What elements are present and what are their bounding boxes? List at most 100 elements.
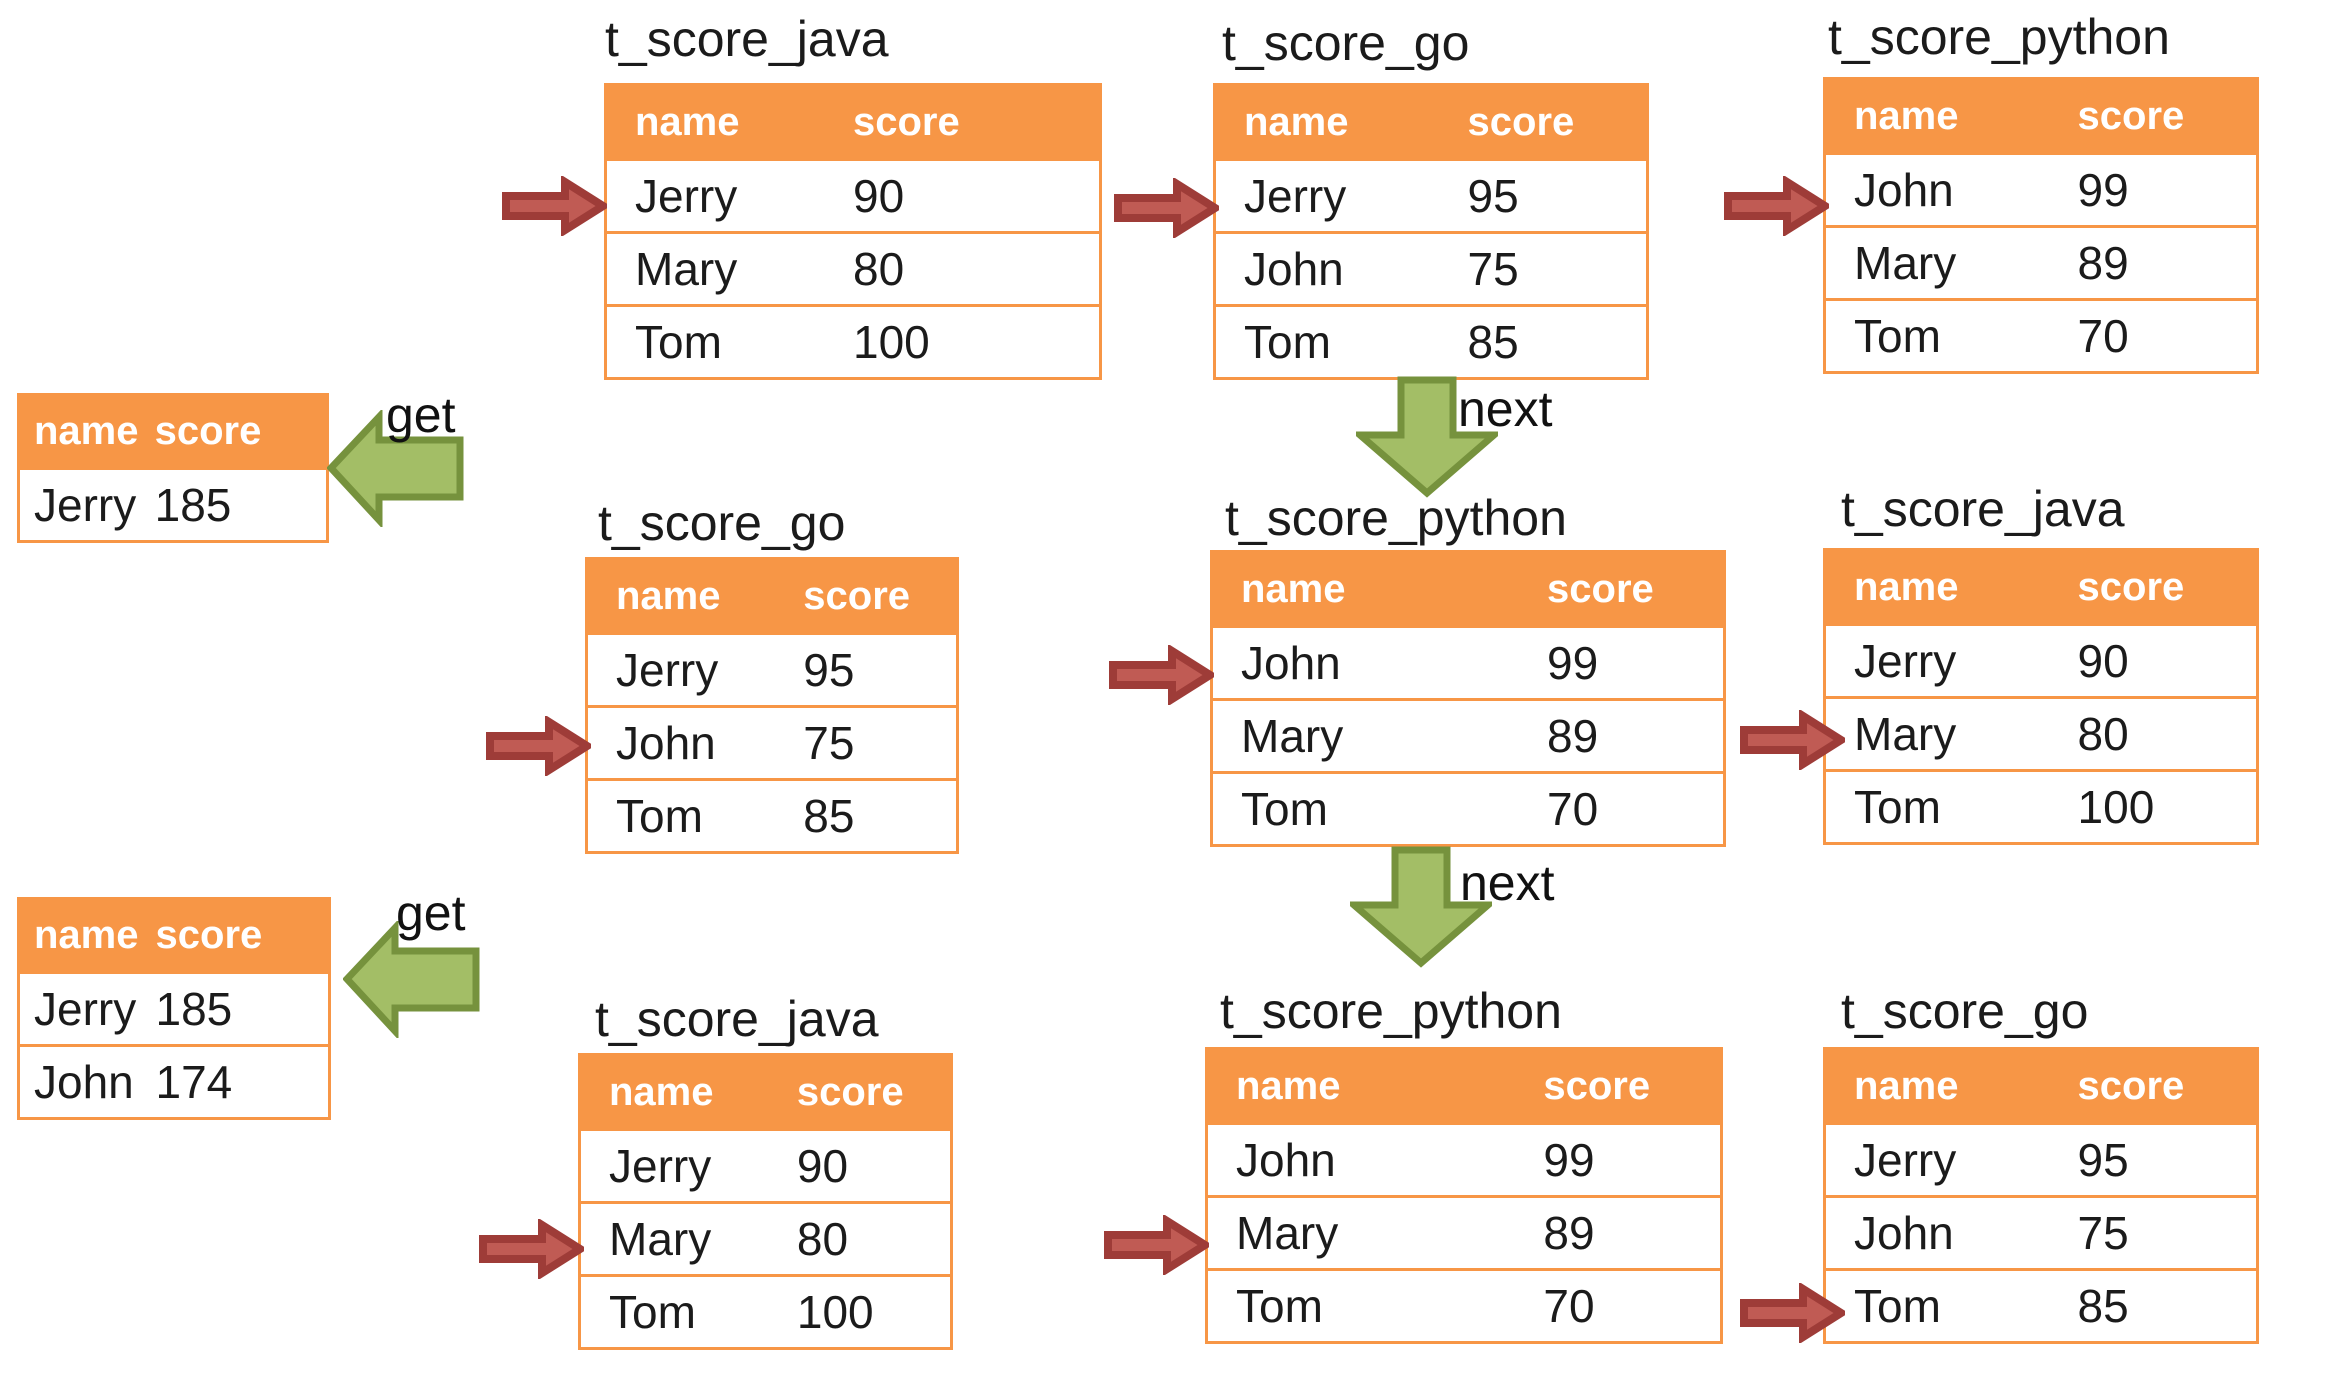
table-row: Jerry 185 xyxy=(20,971,328,1044)
table-title: t_score_go xyxy=(1841,983,2089,1039)
column-header-name: name xyxy=(1854,1063,1959,1108)
next-arrow-icon xyxy=(1356,376,1498,498)
table-header: name score xyxy=(1216,86,1646,158)
table-header: name score xyxy=(1213,553,1723,625)
get-label: get xyxy=(386,387,456,443)
row-pointer-arrow-icon xyxy=(1724,176,1829,236)
table-header: name score xyxy=(20,900,328,971)
column-header-score: score xyxy=(796,1069,904,1114)
table-title: t_score_go xyxy=(1222,15,1470,71)
cell-score: 85 xyxy=(1467,316,1519,368)
cell-score: 75 xyxy=(803,717,855,769)
cell-score: 185 xyxy=(154,479,232,531)
column-header-score: score xyxy=(853,99,960,144)
column-header-name: name xyxy=(1241,566,1346,611)
column-header-name: name xyxy=(1244,99,1349,144)
table-t-score-go-step3: name score Jerry 95 John 75 Tom 85 xyxy=(1823,1047,2259,1344)
table-header: name score xyxy=(1826,1050,2256,1122)
row-pointer-arrow-icon xyxy=(479,1219,584,1279)
table-row: Tom 100 xyxy=(1826,769,2256,842)
table-row: Tom 85 xyxy=(1826,1268,2256,1341)
table-row: John 75 xyxy=(1826,1195,2256,1268)
row-pointer-arrow-icon xyxy=(1740,710,1845,770)
table-header: name score xyxy=(581,1056,950,1128)
table-row: Tom 70 xyxy=(1826,298,2256,371)
cell-score: 80 xyxy=(853,243,905,295)
cell-score: 70 xyxy=(2077,310,2129,362)
table-row: Mary 89 xyxy=(1213,698,1723,771)
cell-name: Mary xyxy=(1854,708,1957,760)
table-header: name score xyxy=(588,560,956,632)
cell-name: Jerry xyxy=(609,1140,712,1192)
table-t-score-go-step1: name score Jerry 95 John 75 Tom 85 xyxy=(1213,83,1649,380)
cell-name: Mary xyxy=(635,243,738,295)
table-t-score-python-step2: name score John 99 Mary 89 Tom 70 xyxy=(1210,550,1726,847)
table-t-score-java-step1: name score Jerry 90 Mary 80 Tom 100 xyxy=(604,83,1102,380)
cell-name: Tom xyxy=(1854,781,1941,833)
cell-name: Jerry xyxy=(34,479,137,531)
cell-name: Tom xyxy=(609,1286,696,1338)
table-row: Jerry 95 xyxy=(588,632,956,705)
table-t-score-go-step2: name score Jerry 95 John 75 Tom 85 xyxy=(585,557,959,854)
row-pointer-arrow-icon xyxy=(1114,178,1219,238)
column-header-name: name xyxy=(34,409,139,453)
cell-score: 89 xyxy=(2077,237,2129,289)
cell-name: Tom xyxy=(1854,310,1941,362)
table-row: John 174 xyxy=(20,1044,328,1117)
table-title: t_score_java xyxy=(1841,481,2125,537)
table-title: t_score_go xyxy=(598,495,846,551)
table-row: Mary 80 xyxy=(607,231,1099,304)
cell-name: Tom xyxy=(616,790,703,842)
cell-name: Mary xyxy=(1854,237,1957,289)
cell-score: 89 xyxy=(1547,710,1599,762)
table-row: Jerry 90 xyxy=(1826,623,2256,696)
column-header-score: score xyxy=(2077,1063,2185,1108)
column-header-name: name xyxy=(1854,564,1959,609)
table-t-score-python-step1: name score John 99 Mary 89 Tom 70 xyxy=(1823,77,2259,374)
table-row: John 75 xyxy=(1216,231,1646,304)
cell-score: 75 xyxy=(2077,1207,2129,1259)
table-title: t_score_python xyxy=(1220,983,1562,1039)
table-header: name score xyxy=(1208,1050,1720,1122)
result-table-step2: name score Jerry 185 John 174 xyxy=(17,897,331,1120)
cell-name: Mary xyxy=(609,1213,712,1265)
row-pointer-arrow-icon xyxy=(1109,645,1214,705)
column-header-name: name xyxy=(609,1069,714,1114)
cell-name: Mary xyxy=(1236,1207,1339,1259)
cell-score: 90 xyxy=(853,170,905,222)
cell-score: 85 xyxy=(2077,1280,2129,1332)
cell-name: John xyxy=(1854,1207,1954,1259)
cell-score: 90 xyxy=(2077,635,2129,687)
next-label: next xyxy=(1460,855,1555,911)
cell-score: 100 xyxy=(2077,781,2155,833)
table-row: Tom 85 xyxy=(588,778,956,851)
get-arrow-icon xyxy=(343,921,480,1038)
cell-name: John xyxy=(1244,243,1344,295)
table-t-score-java-step2: name score Jerry 90 Mary 80 Tom 100 xyxy=(1823,548,2259,845)
cell-name: John xyxy=(616,717,716,769)
row-pointer-arrow-icon xyxy=(502,176,607,236)
get-label: get xyxy=(396,885,466,941)
column-header-score: score xyxy=(1467,99,1575,144)
next-label: next xyxy=(1458,381,1553,437)
cell-score: 90 xyxy=(796,1140,849,1192)
cell-name: Tom xyxy=(1854,1280,1941,1332)
table-t-score-python-step3: name score John 99 Mary 89 Tom 70 xyxy=(1205,1047,1723,1344)
column-header-score: score xyxy=(2077,93,2185,138)
cell-name: Jerry xyxy=(616,644,719,696)
column-header-name: name xyxy=(616,573,721,618)
table-row: Mary 80 xyxy=(1826,696,2256,769)
table-title: t_score_python xyxy=(1225,490,1567,546)
cell-name: Jerry xyxy=(1244,170,1347,222)
cell-score: 174 xyxy=(155,1056,233,1108)
table-row: Mary 80 xyxy=(581,1201,950,1274)
cell-name: John xyxy=(1236,1134,1336,1186)
column-header-score: score xyxy=(1543,1063,1651,1108)
table-title: t_score_java xyxy=(605,11,889,67)
column-header-name: name xyxy=(1236,1063,1341,1108)
table-row: John 99 xyxy=(1213,625,1723,698)
table-row: John 99 xyxy=(1826,152,2256,225)
table-row: Mary 89 xyxy=(1208,1195,1720,1268)
cell-score: 99 xyxy=(1543,1134,1595,1186)
